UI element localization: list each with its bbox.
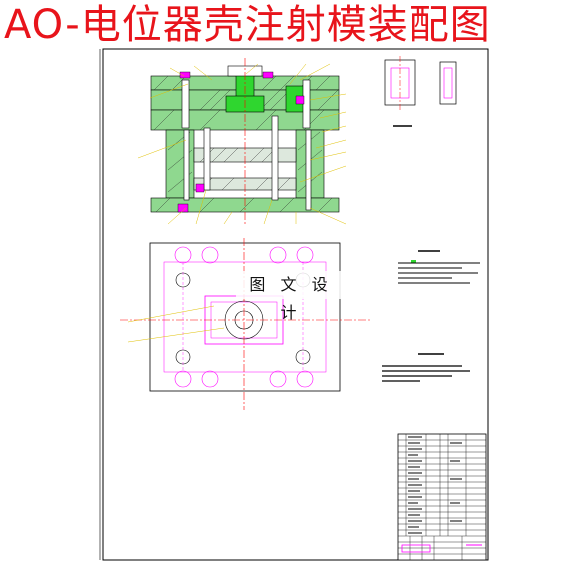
screw-head-3 bbox=[177, 203, 189, 213]
plan-inner-plate bbox=[163, 261, 327, 373]
bolt-hole-8 bbox=[296, 370, 314, 388]
watermark-label: 图 文 设 计 bbox=[236, 271, 346, 322]
part-side-inner bbox=[443, 67, 453, 99]
plan-outer-plate bbox=[149, 242, 341, 392]
ejector-pin bbox=[271, 115, 279, 201]
plan-view bbox=[120, 238, 370, 410]
drawing-title: AO-电位器壳注射模装配图 bbox=[4, 2, 491, 48]
bolt-hole-2 bbox=[201, 246, 219, 264]
bolt-hole-4 bbox=[296, 246, 314, 264]
bolt-hole-6 bbox=[201, 370, 219, 388]
notes-marker bbox=[411, 260, 416, 263]
section-view bbox=[137, 58, 347, 225]
screw-head-2 bbox=[262, 71, 274, 79]
screw-head-5 bbox=[295, 95, 305, 105]
part-side-view bbox=[439, 61, 457, 105]
title-block bbox=[397, 433, 487, 561]
technical-notes bbox=[382, 250, 480, 382]
return-pin-left bbox=[183, 129, 190, 201]
screw-head-4 bbox=[195, 183, 205, 193]
bolt-hole-7 bbox=[269, 370, 287, 388]
title-block-stamp bbox=[401, 544, 431, 553]
part-leader-lines bbox=[137, 63, 347, 225]
plan-leader-lines bbox=[127, 305, 225, 343]
spacer-block-left bbox=[165, 129, 195, 199]
pull-rod bbox=[203, 127, 211, 191]
screw-head-1 bbox=[179, 71, 191, 79]
part-detail-views bbox=[384, 56, 457, 127]
bolt-hole-3 bbox=[269, 246, 287, 264]
return-pin-right bbox=[305, 129, 312, 211]
guide-pillar-left bbox=[181, 79, 190, 129]
sheet-border bbox=[102, 48, 489, 561]
bolt-hole-5 bbox=[174, 370, 192, 388]
